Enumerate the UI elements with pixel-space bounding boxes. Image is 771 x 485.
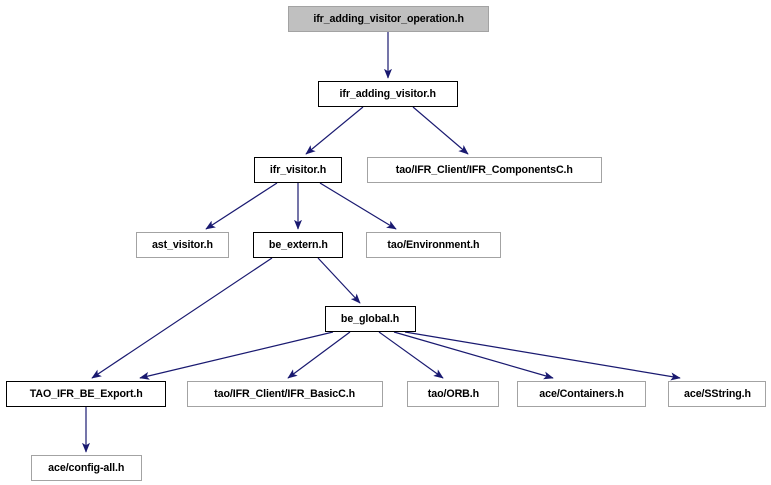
node-orb[interactable]: tao/ORB.h bbox=[407, 381, 499, 407]
node-environment[interactable]: tao/Environment.h bbox=[366, 232, 501, 258]
edge-beextern-to-export bbox=[91, 257, 273, 379]
node-label-adding: ifr_adding_visitor.h bbox=[339, 87, 437, 100]
node-basicc[interactable]: tao/IFR_Client/IFR_BasicC.h bbox=[187, 381, 383, 407]
node-label-orb: tao/ORB.h bbox=[427, 387, 479, 400]
node-configall[interactable]: ace/config-all.h bbox=[31, 455, 142, 481]
node-beextern[interactable]: be_extern.h bbox=[253, 232, 343, 258]
node-label-export: TAO_IFR_BE_Export.h bbox=[29, 387, 143, 400]
node-label-basicc: tao/IFR_Client/IFR_BasicC.h bbox=[214, 387, 356, 400]
node-label-visitor: ifr_visitor.h bbox=[269, 163, 327, 176]
node-label-environment: tao/Environment.h bbox=[387, 238, 480, 251]
node-label-containers: ace/Containers.h bbox=[539, 387, 624, 400]
node-export[interactable]: TAO_IFR_BE_Export.h bbox=[6, 381, 166, 407]
edge-beglobal-to-orb bbox=[378, 331, 444, 379]
node-label-configall: ace/config-all.h bbox=[48, 461, 125, 474]
node-label-componentsc: tao/IFR_Client/IFR_ComponentsC.h bbox=[395, 163, 574, 176]
node-adding[interactable]: ifr_adding_visitor.h bbox=[318, 81, 458, 107]
edge-beglobal-to-export bbox=[139, 331, 334, 380]
node-label-beglobal: be_global.h bbox=[341, 312, 400, 325]
node-label-beextern: be_extern.h bbox=[268, 238, 328, 251]
edge-beglobal-to-containers bbox=[393, 331, 554, 380]
edge-adding-to-componentsc bbox=[412, 106, 469, 155]
node-label-root: ifr_adding_visitor_operation.h bbox=[313, 12, 464, 25]
edge-adding-to-visitor bbox=[305, 106, 364, 155]
node-label-sstring: ace/SString.h bbox=[683, 387, 751, 400]
edge-beglobal-to-sstring bbox=[404, 331, 681, 381]
node-ast[interactable]: ast_visitor.h bbox=[136, 232, 229, 258]
node-componentsc[interactable]: tao/IFR_Client/IFR_ComponentsC.h bbox=[367, 157, 602, 183]
node-containers[interactable]: ace/Containers.h bbox=[517, 381, 646, 407]
node-beglobal[interactable]: be_global.h bbox=[325, 306, 416, 332]
node-label-ast: ast_visitor.h bbox=[151, 238, 214, 251]
node-visitor[interactable]: ifr_visitor.h bbox=[254, 157, 342, 183]
edge-group bbox=[82, 32, 681, 453]
edge-visitor-to-ast bbox=[205, 182, 278, 230]
edge-visitor-to-environment bbox=[319, 182, 397, 230]
edge-beextern-to-beglobal bbox=[317, 257, 361, 304]
node-sstring[interactable]: ace/SString.h bbox=[668, 381, 766, 407]
node-root: ifr_adding_visitor_operation.h bbox=[288, 6, 489, 32]
edge-beglobal-to-basicc bbox=[287, 331, 351, 379]
